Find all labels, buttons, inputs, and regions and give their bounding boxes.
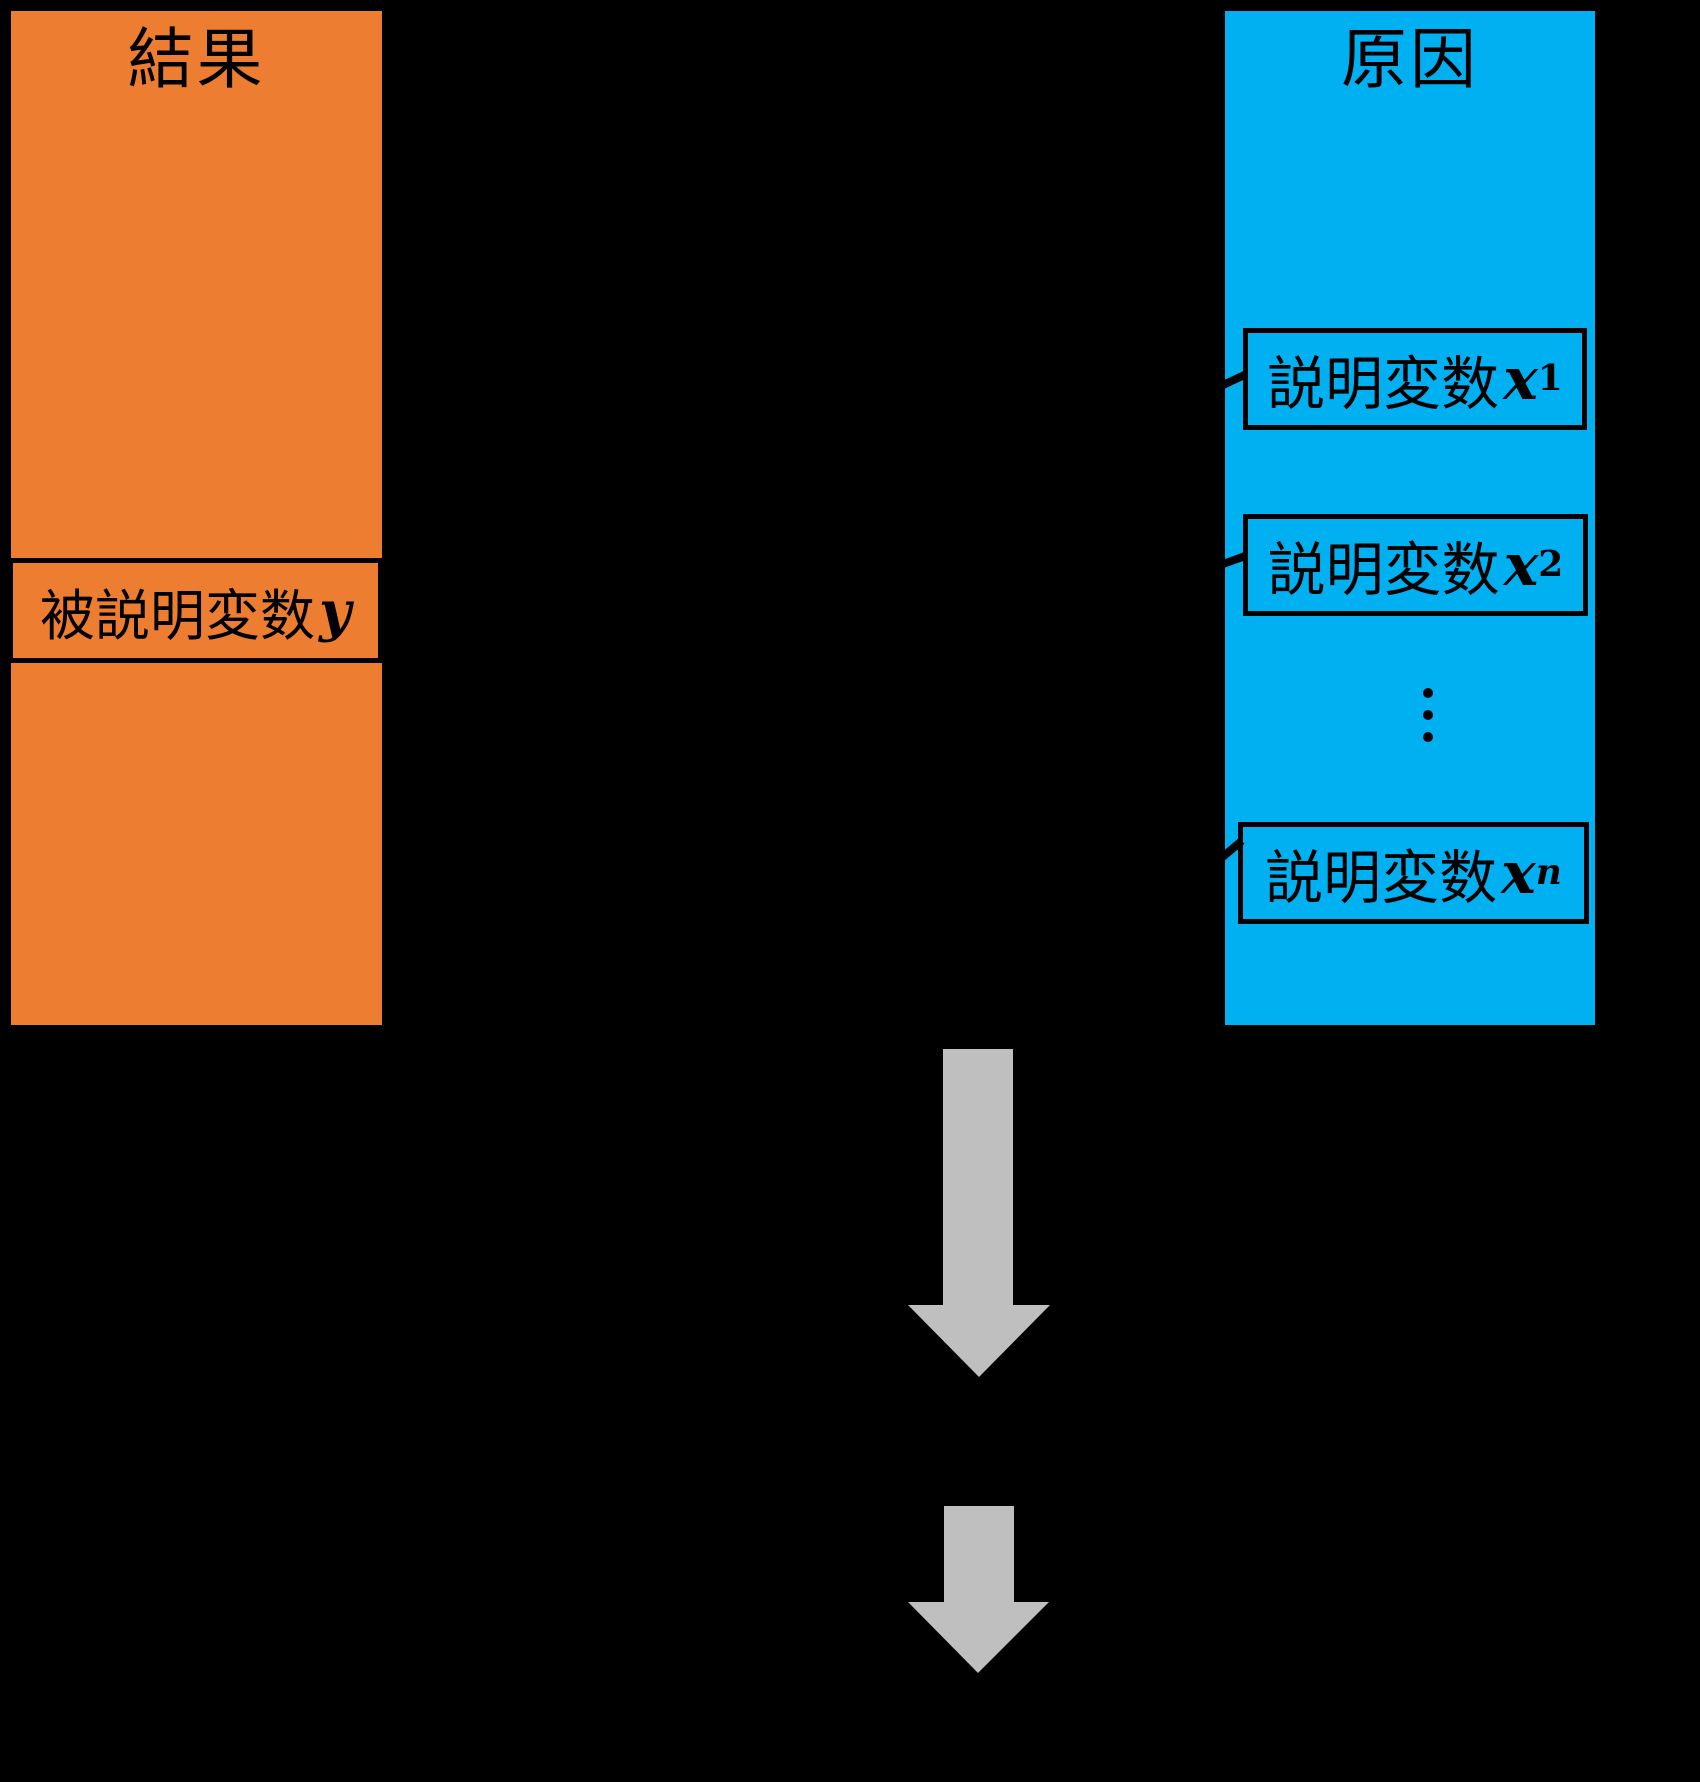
result-panel-title: 結果 (127, 22, 266, 96)
ellipsis-dot (1423, 710, 1433, 720)
vertical-ellipsis-icon (1423, 688, 1433, 744)
explanatory-variable-2-subscript: 2 (1538, 543, 1564, 586)
dependent-variable-symbol: y (319, 578, 351, 643)
explanatory-variable-2-symbol: x (1503, 531, 1539, 599)
explanatory-variable-1-symbol: x (1503, 345, 1538, 413)
explanatory-variable-1-subscript: 1 (1537, 357, 1563, 400)
result-panel: 結果 (8, 8, 385, 1028)
explanatory-variable-2-label: 説明変数 (1267, 538, 1500, 603)
down-arrow-icon-small (908, 1506, 1049, 1673)
ellipsis-dot (1423, 688, 1433, 698)
dependent-variable-label: 被説明変数 (40, 584, 316, 647)
cause-panel-title: 原因 (1341, 22, 1479, 96)
explanatory-variable-n-subscript: n (1535, 851, 1562, 894)
down-arrow-icon-large (908, 1049, 1050, 1377)
explanatory-variable-n-symbol: x (1501, 839, 1536, 907)
ellipsis-dot (1423, 732, 1433, 742)
explanatory-variable-1-label: 説明変数 (1267, 352, 1500, 417)
explanatory-variable-n-label: 説明変数 (1265, 846, 1498, 911)
